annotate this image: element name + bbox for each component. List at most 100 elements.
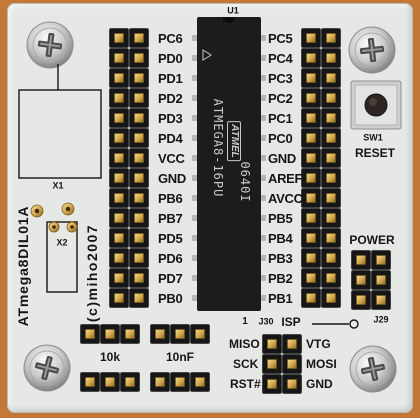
copyright-label: (c)miho2007 <box>84 223 100 323</box>
crystal-x1-outline <box>18 89 102 179</box>
chip-leg <box>192 155 197 161</box>
pin-label-left: PB6 <box>158 191 183 206</box>
power-jumper-header <box>351 250 391 310</box>
header-pin <box>134 73 144 83</box>
phillips-cross-icon <box>37 32 63 58</box>
pin-label-right: PB2 <box>268 271 293 286</box>
isp-pin-label-left: RST# <box>230 377 261 391</box>
chip-leg <box>261 215 266 221</box>
header-pin <box>114 73 124 83</box>
resistor-header-bottom <box>80 372 140 392</box>
header-pin <box>134 173 144 183</box>
header-pin <box>134 193 144 203</box>
header-pin <box>85 377 95 387</box>
header-pin <box>326 193 336 203</box>
header-pin <box>306 233 316 243</box>
chip-leg <box>261 195 266 201</box>
header-pin <box>326 153 336 163</box>
header-pin <box>326 113 336 123</box>
chip-leg <box>261 135 266 141</box>
phillips-cross-icon <box>34 355 60 381</box>
chip-leg <box>261 95 266 101</box>
chip-leg <box>192 175 197 181</box>
header-pin <box>155 377 165 387</box>
crystal-x2-outline <box>46 221 78 293</box>
header-pin <box>326 233 336 243</box>
chip-date-code: 0640I <box>238 161 252 203</box>
header-pin <box>134 273 144 283</box>
chip-leg <box>192 35 197 41</box>
chip-ref-label: U1 <box>227 5 239 16</box>
pin-label-right: PB3 <box>268 251 293 266</box>
header-pin <box>134 133 144 143</box>
header-pin <box>326 273 336 283</box>
header-pin <box>134 213 144 223</box>
pin-label-right: PB4 <box>268 231 293 246</box>
chip-legs <box>192 35 266 301</box>
isp-header <box>262 334 302 394</box>
header-pin <box>175 377 185 387</box>
header-pin <box>356 275 366 285</box>
header-pin <box>287 379 297 389</box>
isp-pin-label-left: MISO <box>229 337 260 351</box>
header-pin <box>114 253 124 263</box>
chip-leg <box>261 295 266 301</box>
chip-leg <box>192 95 197 101</box>
chip-leg <box>261 75 266 81</box>
chip-leg <box>192 255 197 261</box>
chip-leg <box>192 75 197 81</box>
header-pin <box>114 173 124 183</box>
pin-label-right: PB1 <box>268 291 293 306</box>
capacitor-header-bottom <box>150 372 210 392</box>
chip-leg <box>192 235 197 241</box>
header-pin <box>326 73 336 83</box>
header-pin <box>326 53 336 63</box>
screw-bottom-right <box>349 345 397 393</box>
header-pin <box>267 379 277 389</box>
pin-label-right: PC5 <box>268 31 293 46</box>
pin-label-left: PD6 <box>158 251 183 266</box>
header-pin <box>134 113 144 123</box>
pin-label-left: PD5 <box>158 231 183 246</box>
pin-label-right: AVCC <box>268 191 303 206</box>
header-pin <box>306 193 316 203</box>
header-pin <box>195 377 205 387</box>
header-pin <box>134 33 144 43</box>
header-pin <box>376 295 386 305</box>
isp-label: ISP <box>281 315 301 329</box>
header-pin <box>326 173 336 183</box>
left-pin-header <box>109 28 149 308</box>
header-pin <box>306 93 316 103</box>
header-pin <box>114 113 124 123</box>
header-pin <box>306 33 316 43</box>
header-pin <box>306 73 316 83</box>
header-pin <box>306 133 316 143</box>
isp-silkscreen-mark <box>312 319 359 329</box>
header-pin <box>114 93 124 103</box>
chip-leg <box>192 55 197 61</box>
header-pin <box>114 293 124 303</box>
reset-label: RESET <box>354 146 396 160</box>
header-pin <box>114 273 124 283</box>
header-pin <box>134 233 144 243</box>
pin-label-left: PC6 <box>158 31 183 46</box>
chip-leg <box>192 115 197 121</box>
header-pin <box>114 193 124 203</box>
isp-ref-label: J30 <box>258 316 274 327</box>
header-pin <box>306 293 316 303</box>
chip-leg <box>192 135 197 141</box>
pin-label-right: PC1 <box>268 111 293 126</box>
header-pin <box>125 377 135 387</box>
chip-leg <box>261 175 266 181</box>
header-pin <box>267 339 277 349</box>
isp-pin-label-right: GND <box>306 377 333 391</box>
capacitor-header-top <box>150 324 210 344</box>
header-pin <box>287 339 297 349</box>
header-pin <box>326 253 336 263</box>
screw-top-right <box>348 26 396 74</box>
header-pin <box>376 275 386 285</box>
pin-label-left: PD0 <box>158 51 183 66</box>
phillips-cross-icon <box>360 356 386 382</box>
header-pin <box>134 93 144 103</box>
switch-ref-label: SW1 <box>363 132 383 143</box>
